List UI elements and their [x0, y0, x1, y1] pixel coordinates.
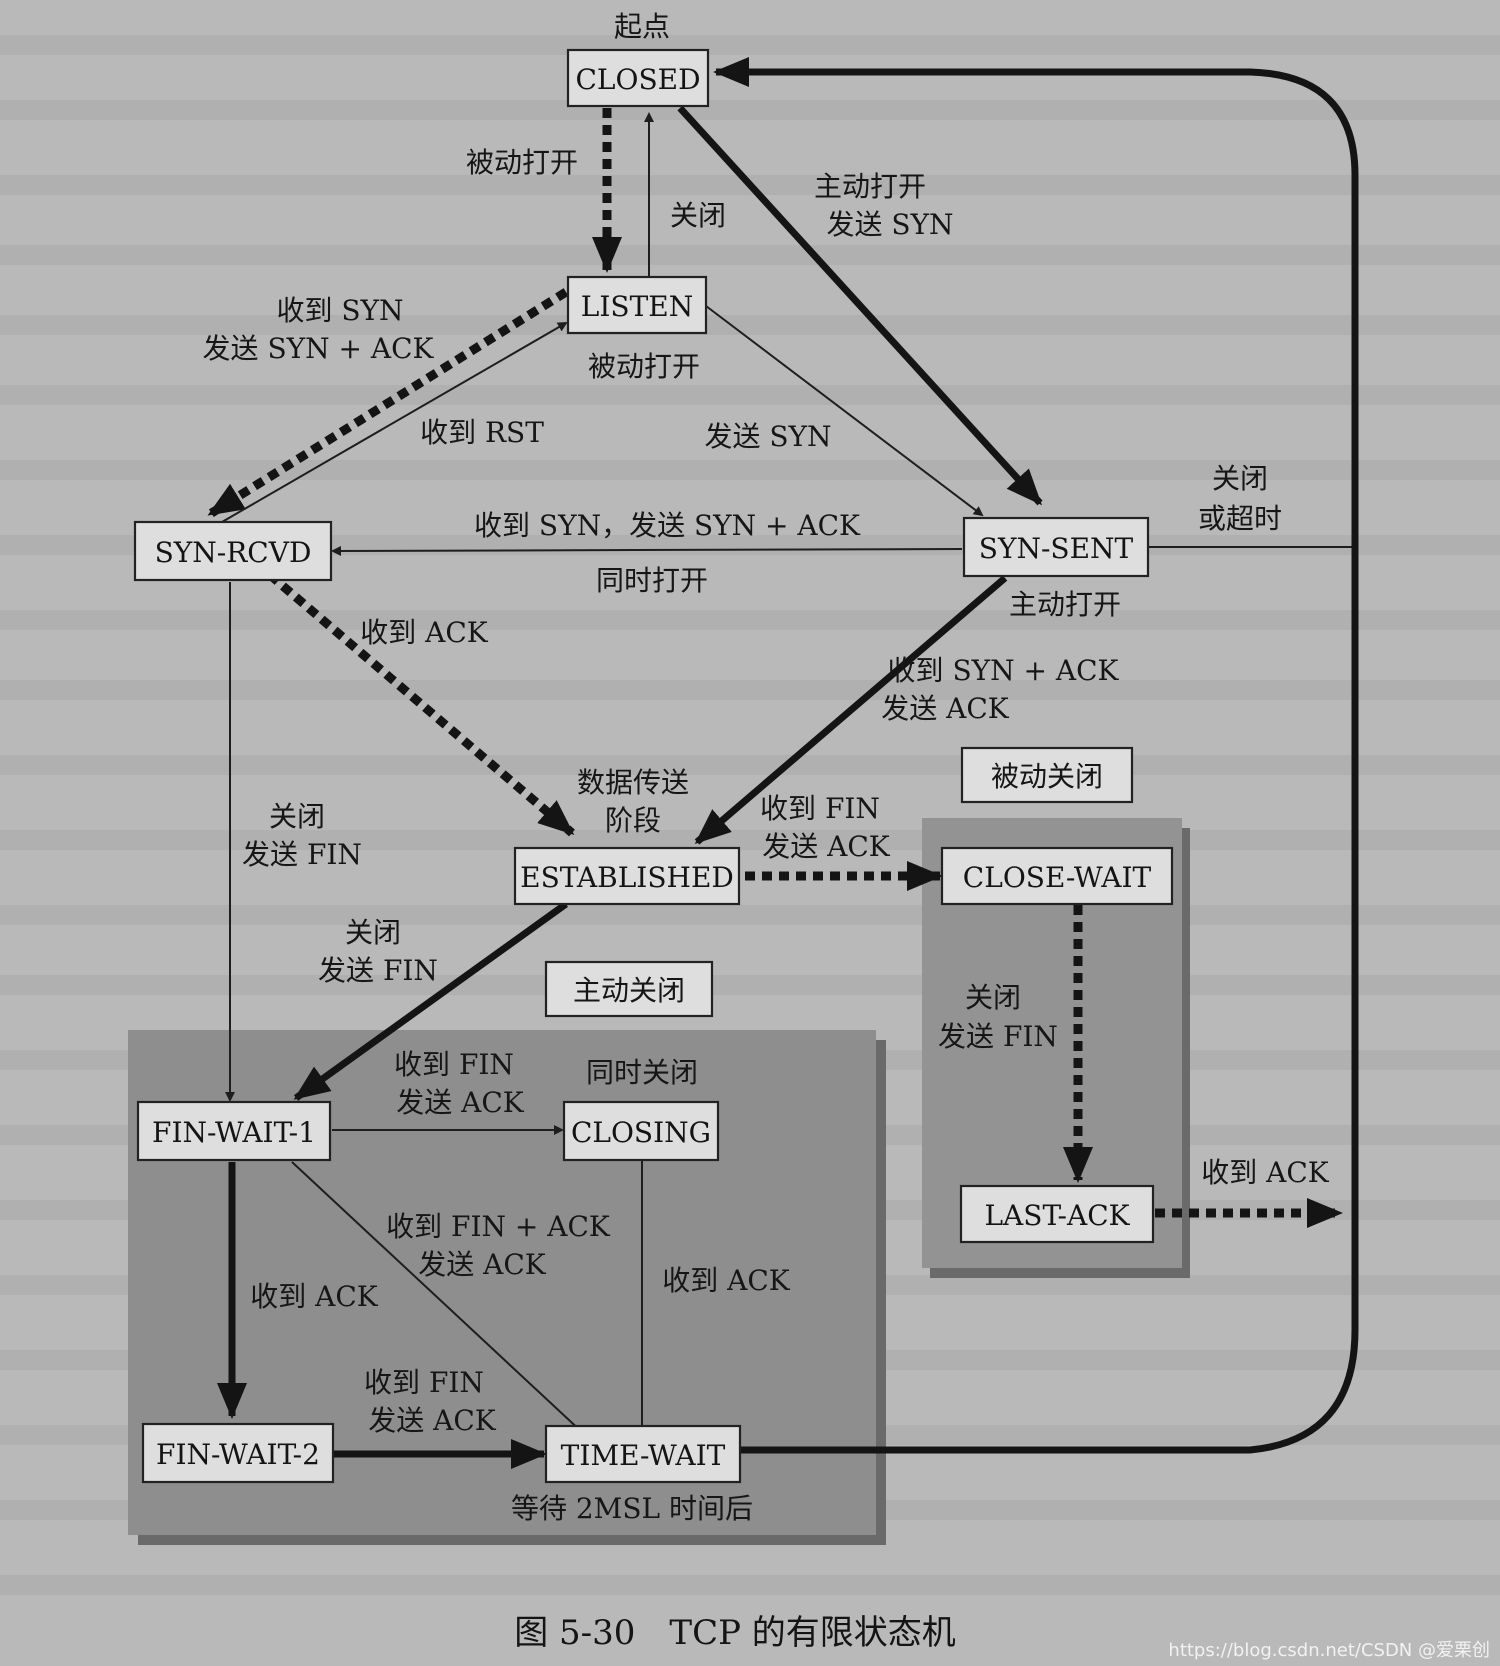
active-close-label: 主动关闭: [573, 974, 685, 1007]
state-close-wait: CLOSE-WAIT: [940, 846, 1174, 906]
label-closewait-lastack-1: 关闭: [965, 981, 1021, 1014]
label-synrcvd-rst: 收到 RST: [420, 416, 544, 449]
label-fw2-tw-2: 发送 ACK: [368, 1404, 497, 1437]
label-est-fw1-2: 发送 FIN: [318, 954, 438, 987]
state-listen-label: LISTEN: [581, 290, 693, 323]
watermark: https://blog.csdn.net/CSDN @爱栗创: [1168, 1640, 1490, 1661]
label-synsent-closed-2: 或超时: [1198, 502, 1282, 535]
edge-synrcvd-est: [267, 571, 575, 837]
label-data-transfer-2: 阶段: [605, 804, 661, 837]
label-fw1-tw-1: 收到 FIN + ACK: [386, 1210, 611, 1243]
label-synsent-active-open: 主动打开: [1009, 588, 1121, 621]
state-closed: CLOSED: [566, 48, 710, 108]
state-syn-rcvd: SYN-RCVD: [133, 520, 333, 582]
label-listen-closed: 关闭: [670, 199, 726, 232]
label-fw1-tw-2: 发送 ACK: [418, 1248, 547, 1281]
state-fin-wait-1: FIN-WAIT-1: [136, 1100, 332, 1162]
state-syn-rcvd-label: SYN-RCVD: [155, 536, 312, 569]
label-lastack-closed: 收到 ACK: [1201, 1156, 1330, 1189]
passive-close-label: 被动关闭: [991, 760, 1103, 793]
label-listen-synsent: 发送 SYN: [704, 420, 831, 453]
edge-closed-synsent: [677, 105, 1043, 506]
edge-fw1-tw: [291, 1161, 586, 1436]
label-synrcvd-est: 收到 ACK: [360, 616, 489, 649]
label-data-transfer-1: 数据传送: [577, 766, 689, 799]
state-fin-wait-2-label: FIN-WAIT-2: [156, 1438, 320, 1471]
state-closed-label: CLOSED: [575, 63, 700, 96]
label-est-closewait-1: 收到 FIN: [760, 792, 880, 825]
label-closed-synsent-2: 发送 SYN: [826, 208, 953, 241]
label-synrcvd-fw1-1: 关闭: [269, 800, 325, 833]
label-fw2-tw-1: 收到 FIN: [364, 1366, 484, 1399]
label-simul-open-1: 收到 SYN，发送 SYN + ACK: [474, 509, 861, 542]
label-synsent-closed-1: 关闭: [1212, 462, 1268, 495]
label-listen-passive-open: 被动打开: [588, 350, 700, 383]
label-fw1-closing-2: 发送 ACK: [396, 1086, 525, 1119]
label-closewait-lastack-2: 发送 FIN: [938, 1020, 1058, 1053]
edge-timewait-closed-loop: [713, 57, 1359, 1454]
label-fw1-fw2: 收到 ACK: [250, 1280, 379, 1313]
edge-synrcvd-listen: [221, 321, 568, 523]
active-close-box: 主动关闭: [544, 960, 714, 1018]
state-established-label: ESTABLISHED: [520, 861, 734, 894]
edge-est-fw1: [293, 901, 569, 1101]
state-time-wait-label: TIME-WAIT: [561, 1439, 726, 1472]
state-syn-sent-label: SYN-SENT: [979, 532, 1134, 565]
edge-synsent-est: [694, 575, 1008, 845]
state-listen: LISTEN: [566, 275, 708, 335]
label-est-fw1-1: 关闭: [345, 916, 401, 949]
state-established: ESTABLISHED: [513, 846, 741, 906]
label-fw1-closing-1: 收到 FIN: [394, 1048, 514, 1081]
state-syn-sent: SYN-SENT: [962, 516, 1150, 578]
label-synrcvd-fw1-2: 发送 FIN: [242, 838, 362, 871]
figure-caption: 图 5-30 TCP 的有限状态机: [514, 1613, 956, 1653]
label-simul-close: 同时关闭: [586, 1056, 698, 1089]
state-closing: CLOSING: [562, 1100, 720, 1162]
edge-listen-synsent: [705, 305, 984, 517]
state-last-ack: LAST-ACK: [959, 1184, 1155, 1244]
label-listen-synrcvd-1: 收到 SYN: [276, 294, 403, 327]
edge-synsent-synrcvd: [331, 545, 963, 556]
label-closing-tw: 收到 ACK: [662, 1264, 791, 1297]
label-synsent-est-2: 发送 ACK: [881, 692, 1010, 725]
label-listen-synrcvd-2: 发送 SYN + ACK: [203, 332, 435, 365]
state-close-wait-label: CLOSE-WAIT: [963, 861, 1152, 894]
label-synsent-est-1: 收到 SYN + ACK: [888, 654, 1120, 687]
label-tw-wait: 等待 2MSL 时间后: [511, 1492, 753, 1525]
label-simul-open-2: 同时打开: [596, 564, 708, 597]
passive-close-box: 被动关闭: [960, 746, 1134, 804]
state-closing-label: CLOSING: [571, 1116, 711, 1149]
label-closed-listen: 被动打开: [466, 146, 578, 179]
label-closed-synsent-1: 主动打开: [814, 170, 926, 203]
state-fin-wait-1-label: FIN-WAIT-1: [152, 1116, 316, 1149]
label-start: 起点: [614, 10, 670, 43]
state-fin-wait-2: FIN-WAIT-2: [141, 1422, 335, 1484]
state-time-wait: TIME-WAIT: [544, 1424, 742, 1484]
edge-listen-synrcvd: [207, 288, 569, 518]
label-est-closewait-2: 发送 ACK: [762, 830, 891, 863]
state-last-ack-label: LAST-ACK: [984, 1199, 1130, 1232]
